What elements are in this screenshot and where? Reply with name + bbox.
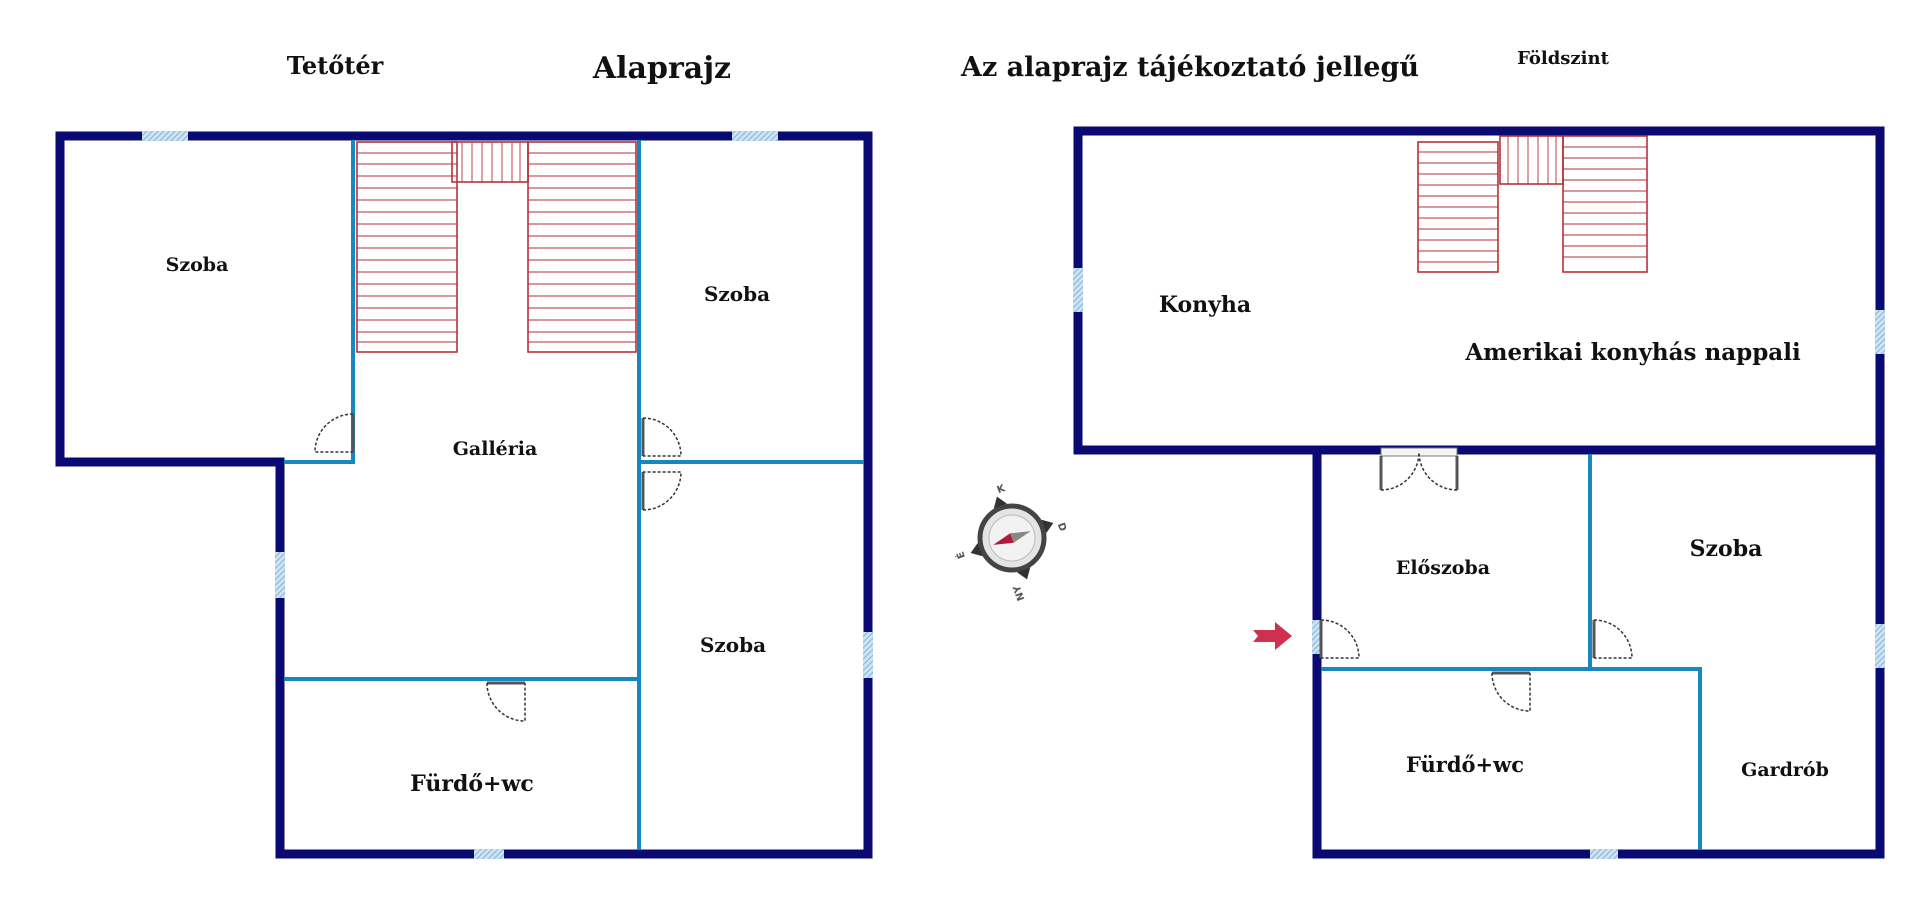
window (1312, 620, 1322, 654)
window (474, 849, 504, 859)
door (314, 413, 355, 453)
window (1073, 268, 1083, 312)
ground-interior-wall (1321, 667, 1702, 850)
room-label-gardrob: Gardrób (1741, 759, 1829, 781)
door (641, 471, 682, 511)
ground-staircase (1417, 135, 1648, 273)
attic-interior-wall (284, 140, 355, 464)
compass-icon: K D NY É (953, 483, 1068, 602)
window (863, 632, 873, 678)
door (1491, 671, 1531, 712)
room-label-eloszoba: Előszoba (1396, 557, 1490, 579)
compass-east: D (1055, 521, 1068, 533)
room-label-galleria: Galléria (453, 438, 538, 460)
window (142, 131, 188, 141)
main-title: Alaprajz (592, 51, 731, 86)
room-label-szoba: Szoba (704, 282, 770, 306)
room-label-nappali: Amerikai konyhás nappali (1464, 339, 1801, 366)
ground-plan: Konyha Amerikai konyhás nappali Előszoba… (1073, 126, 1885, 859)
door (486, 681, 526, 722)
ground-title: Földszint (1517, 48, 1610, 69)
disclaimer-title: Az alaprajz tájékoztató jellegű (960, 52, 1419, 83)
double-door (1379, 447, 1459, 491)
attic-staircase (356, 141, 637, 353)
door (641, 417, 682, 457)
attic-title: Tetőtér (287, 51, 384, 80)
window (732, 131, 778, 141)
room-label-szoba: Szoba (166, 254, 229, 276)
ground-exterior-wall (1073, 126, 1885, 859)
compass-west: É (953, 550, 968, 561)
room-label-furdo-wc: Fürdő+wc (1406, 752, 1524, 777)
attic-plan: Szoba Szoba Galléria Szoba Fürdő+wc (55, 131, 873, 859)
compass-north: K (996, 483, 1008, 496)
window (275, 552, 285, 598)
attic-exterior-wall (55, 131, 873, 859)
room-label-konyha: Konyha (1159, 292, 1251, 318)
window (1875, 624, 1885, 668)
door (1592, 619, 1633, 659)
entrance-arrow-icon (1253, 622, 1292, 650)
room-label-szoba: Szoba (700, 633, 766, 657)
room-label-furdo-wc: Fürdő+wc (410, 771, 534, 797)
entrance-door (1319, 619, 1360, 659)
room-label-szoba: Szoba (1690, 536, 1763, 562)
window (1590, 849, 1618, 859)
window (1875, 310, 1885, 354)
compass-south: NY (1012, 583, 1028, 602)
